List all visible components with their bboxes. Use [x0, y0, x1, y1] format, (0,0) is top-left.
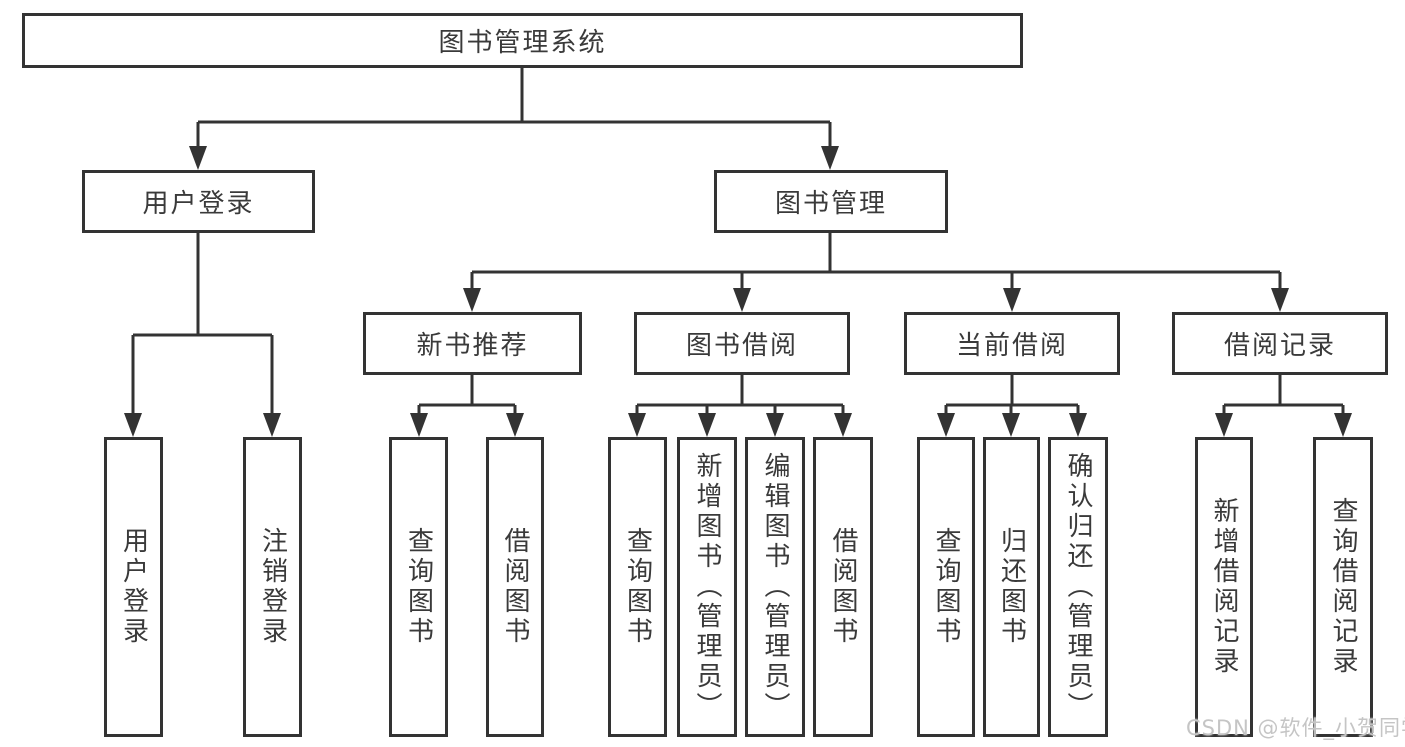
- node-book-borrowing: 图书借阅: [634, 312, 850, 375]
- node-book-management: 图书管理: [714, 170, 948, 233]
- leaf-edit-book-admin: 编辑图书（管理员）: [745, 437, 805, 737]
- leaf-label: 查询图书: [622, 527, 653, 647]
- node-label: 借阅记录: [1223, 331, 1336, 361]
- node-label: 新书推荐: [416, 331, 529, 361]
- leaf-add-book-admin: 新增图书（管理员）: [677, 437, 737, 737]
- leaf-borrow-books-recommend: 借阅图书: [486, 437, 544, 737]
- leaf-confirm-return-admin: 确认归还（管理员）: [1048, 437, 1108, 737]
- leaf-query-books-borrowing: 查询图书: [608, 437, 667, 737]
- node-label: 图书管理系统: [438, 28, 607, 58]
- leaf-label: 编辑图书（管理员）: [760, 452, 790, 722]
- node-library-management-system: 图书管理系统: [22, 13, 1023, 68]
- leaf-return-books: 归还图书: [983, 437, 1040, 737]
- node-label: 用户登录: [142, 189, 255, 219]
- leaf-query-books-current: 查询图书: [917, 437, 975, 737]
- leaf-label: 新增图书（管理员）: [692, 452, 722, 722]
- leaf-logout: 注销登录: [243, 437, 302, 737]
- node-current-borrowing: 当前借阅: [904, 312, 1120, 375]
- leaf-user-login: 用户登录: [104, 437, 163, 737]
- leaf-label: 确认归还（管理员）: [1063, 452, 1093, 722]
- leaf-label: 查询借阅记录: [1328, 497, 1358, 677]
- node-label: 当前借阅: [955, 331, 1068, 361]
- arrowheads: [124, 146, 1352, 437]
- node-user-login: 用户登录: [82, 170, 315, 233]
- leaf-label: 查询图书: [931, 527, 961, 647]
- node-borrowing-records: 借阅记录: [1172, 312, 1388, 375]
- leaf-label: 归还图书: [996, 527, 1027, 647]
- csdn-watermark: CSDN @软件_小贺同学: [1186, 716, 1405, 740]
- leaf-label: 新增借阅记录: [1209, 497, 1239, 677]
- leaf-label: 查询图书: [403, 527, 434, 647]
- leaf-label: 用户登录: [118, 527, 149, 647]
- node-label: 图书借阅: [685, 331, 798, 361]
- leaf-query-books-recommend: 查询图书: [389, 437, 448, 737]
- leaf-add-borrow-record: 新增借阅记录: [1195, 437, 1253, 737]
- leaf-borrow-books-borrowing: 借阅图书: [813, 437, 873, 737]
- leaf-label: 借阅图书: [500, 527, 530, 647]
- leaf-label: 借阅图书: [828, 527, 858, 647]
- node-new-book-recommendation: 新书推荐: [363, 312, 582, 375]
- leaf-query-borrow-record: 查询借阅记录: [1313, 437, 1373, 737]
- leaf-label: 注销登录: [257, 527, 288, 647]
- node-label: 图书管理: [774, 189, 887, 219]
